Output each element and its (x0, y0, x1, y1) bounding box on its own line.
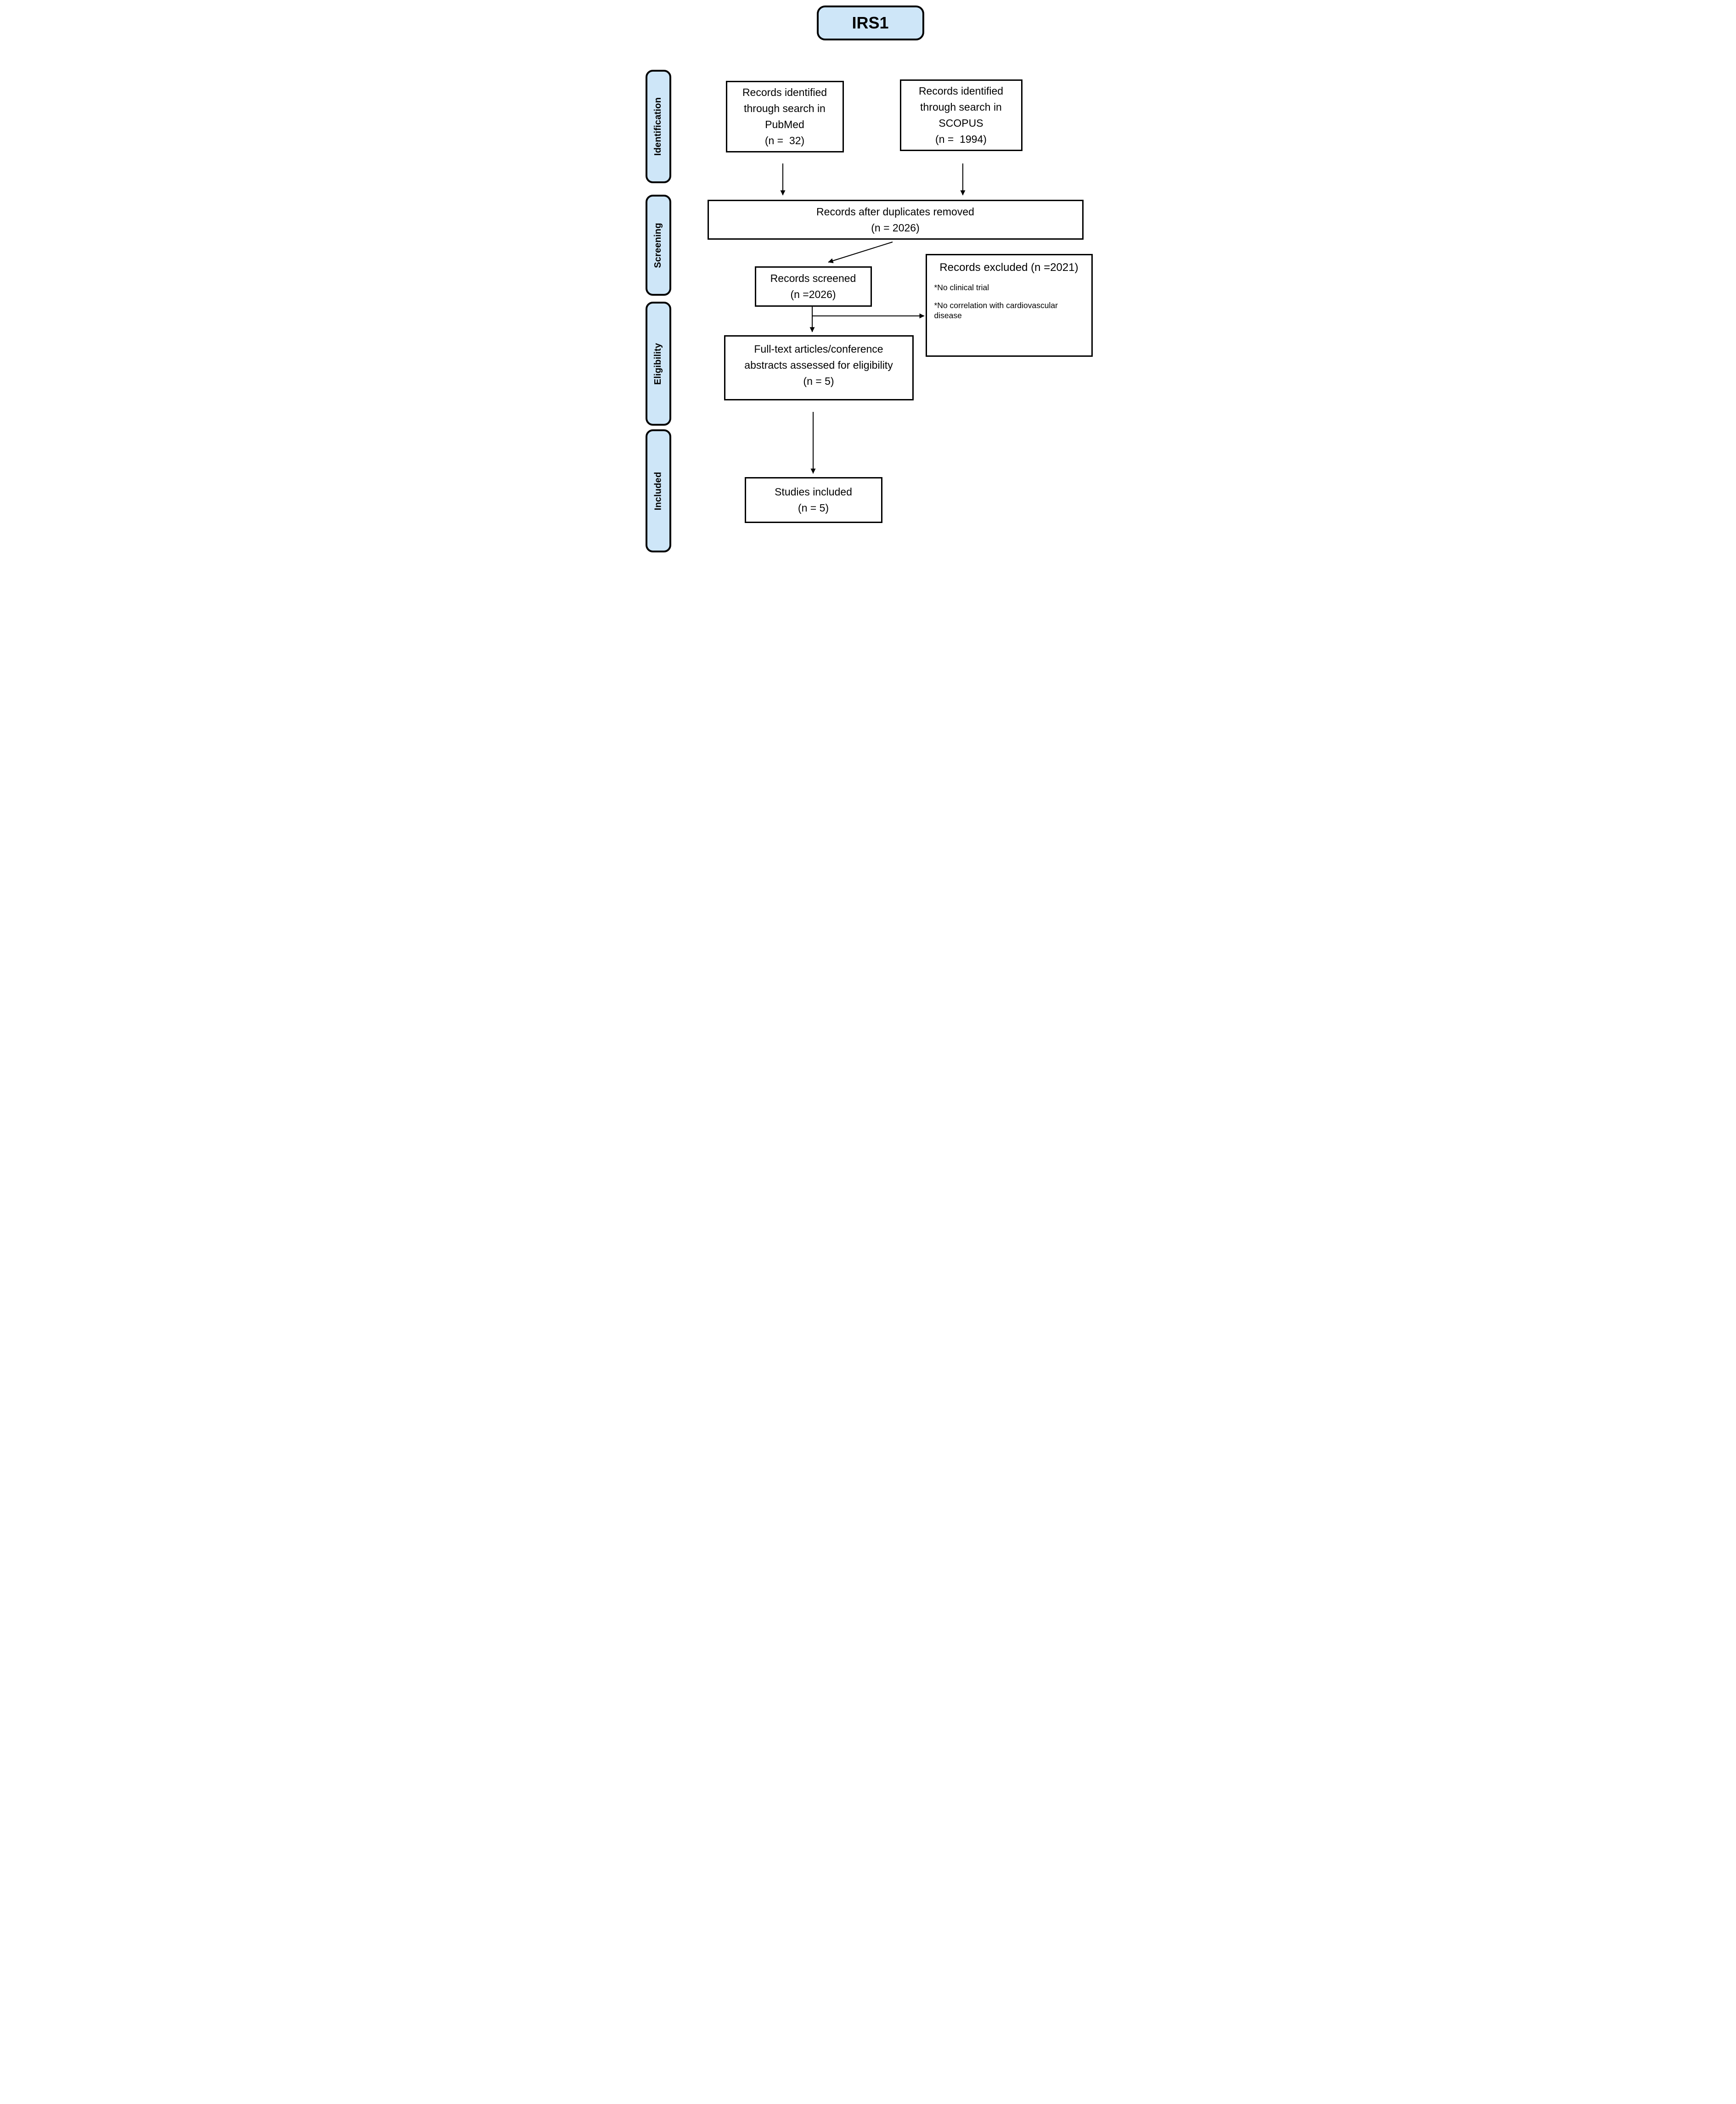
stage-identification: Identification (645, 70, 671, 183)
box-studies-included-text: Studies included (n = 5) (775, 486, 852, 514)
stage-eligibility-label: Eligibility (653, 343, 663, 385)
box-records-after-duplicates-removed: Records after duplicates removed (n = 20… (707, 200, 1084, 240)
excluded-reason-no-clinical-trial: *No clinical trial (934, 283, 989, 292)
box-records-excluded-title: Records excluded (n =2021) (939, 261, 1079, 274)
stage-screening: Screening (645, 195, 671, 296)
box-fulltext-assessed: Full-text articles/conference abstracts … (724, 335, 914, 400)
arrow-duplicates-to-screened (827, 242, 893, 264)
box-records-screened: Records screened (n =2026) (754, 266, 872, 307)
box-records-identified-scopus-text: Records identified through search in SCO… (918, 85, 1004, 145)
box-studies-included: Studies included (n = 5) (744, 477, 882, 523)
box-records-identified-pubmed-text: Records identified through search in Pub… (742, 86, 827, 146)
title-box: IRS1 (816, 6, 924, 40)
excluded-reason-no-correlation: *No correlation with cardiovascular dise… (934, 301, 1058, 320)
stage-included-label: Included (653, 472, 663, 510)
stage-eligibility: Eligibility (645, 302, 671, 426)
box-records-identified-pubmed: Records identified through search in Pub… (725, 81, 844, 152)
box-records-screened-text: Records screened (n =2026) (770, 272, 856, 300)
box-records-excluded: Records excluded (n =2021) *No clinical … (925, 254, 1093, 357)
box-records-after-duplicates-removed-text: Records after duplicates removed (n = 20… (816, 205, 974, 234)
stage-screening-label: Screening (653, 222, 663, 268)
diagram-title: IRS1 (852, 13, 889, 32)
box-fulltext-assessed-text: Full-text articles/conference abstracts … (744, 343, 893, 387)
prisma-flow-diagram: IRS1 Identification Screening Eligibilit… (638, 0, 1098, 557)
stage-identification-label: Identification (653, 97, 663, 156)
box-records-identified-scopus: Records identified through search in SCO… (899, 79, 1022, 151)
stage-included: Included (645, 429, 671, 552)
